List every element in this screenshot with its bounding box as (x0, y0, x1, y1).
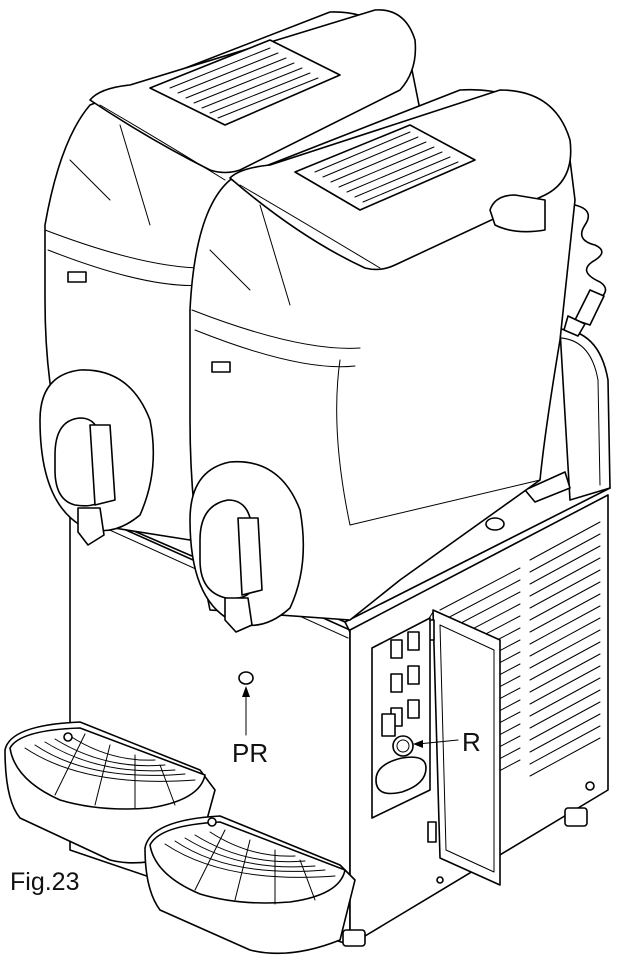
power-cord (563, 204, 607, 337)
callout-pr: PR (232, 671, 268, 768)
foot-right (564, 807, 588, 827)
callout-label-r: R (462, 727, 481, 757)
left-bowl-vent (149, 39, 341, 126)
main-switch (381, 713, 396, 737)
right-tap-spout (224, 597, 253, 633)
figure-caption: Fig.23 (10, 868, 79, 896)
right-bowl-vent (294, 124, 476, 211)
right-tap-lever (237, 517, 263, 596)
left-tap-spout (77, 507, 105, 546)
callout-label-pr: PR (232, 738, 268, 768)
reset-button-r (392, 735, 414, 757)
display-window (375, 756, 427, 795)
foot-front (342, 929, 366, 947)
callout-r: R (413, 727, 481, 757)
left-tap-lever (89, 424, 116, 506)
right-bowl (189, 88, 576, 633)
right-drip-tray (144, 815, 356, 955)
control-panel (371, 617, 431, 819)
switch-group (390, 631, 420, 727)
vent-grille-side (529, 521, 601, 777)
pr-knob (238, 671, 254, 685)
